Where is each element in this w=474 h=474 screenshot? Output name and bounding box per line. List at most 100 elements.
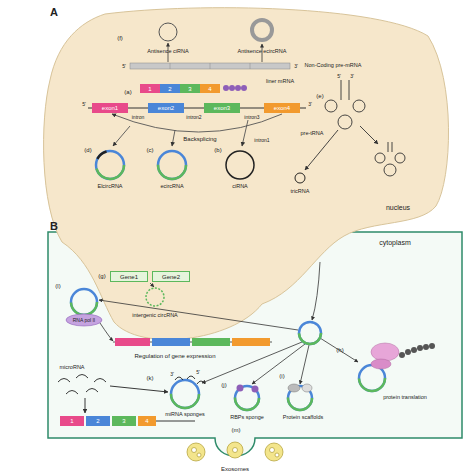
noncoding-pre-mrna	[130, 63, 290, 69]
node-text: 4	[208, 86, 211, 92]
callout-letter: (h)	[336, 347, 343, 353]
hub-circrna-part	[299, 322, 321, 344]
exon-box: exon2	[148, 103, 184, 113]
gene-regulation-part	[66, 314, 102, 326]
end-label: 5'	[196, 370, 200, 375]
antisense-rna	[159, 20, 272, 62]
antisense-rna-part	[252, 20, 272, 40]
ribosome-translation-part	[411, 347, 417, 353]
mirna-sponge	[171, 376, 205, 408]
trna-cloverleaf-part	[360, 126, 378, 144]
circrna-rings-part	[96, 151, 124, 179]
ribosome-translation-part	[429, 343, 435, 349]
poly-a-tail-part	[223, 85, 229, 91]
hub-circrna-part	[299, 322, 321, 344]
exosomes-part	[192, 448, 197, 453]
export-arrows-part	[99, 300, 298, 330]
intergenic-circrna-part	[150, 283, 154, 287]
node-text: exon4	[274, 105, 290, 111]
exon-box: 1	[140, 84, 160, 93]
microrna-hairpins-part	[58, 375, 106, 395]
mirna-sponge-part	[175, 376, 205, 384]
end-label: 3'	[294, 64, 298, 69]
noncoding-pre-mrna-part	[250, 63, 251, 69]
ribosome-translation-part	[399, 352, 405, 358]
end-label: 5'	[82, 102, 86, 107]
rbp-sponge-part	[237, 385, 244, 392]
poly-a-tail	[223, 85, 247, 91]
text-label: intron3	[244, 115, 259, 120]
nucleus-shape-part	[44, 8, 449, 340]
node-text: Gene1	[120, 274, 138, 280]
callout-letter: (k)	[147, 375, 154, 381]
gene-regulation-part	[232, 338, 270, 346]
text-label: microRNA	[59, 365, 84, 371]
trna-cloverleaf-part	[341, 80, 349, 100]
intron-lines-part	[300, 108, 306, 109]
circrna-rings-part	[96, 151, 124, 179]
backsplicing-arc-part	[113, 126, 130, 146]
text-label: Non-Coding pre-mRNA	[305, 63, 362, 69]
exon-box: 3	[180, 84, 200, 93]
text-label: ciRNA	[232, 184, 248, 190]
node-text: exon1	[102, 105, 118, 111]
callout-letter: (c)	[147, 147, 154, 153]
text-label: intron2	[186, 115, 201, 120]
circrna-rings-part	[158, 151, 186, 179]
node-text: 3	[122, 418, 125, 424]
node-text: exon2	[158, 105, 174, 111]
export-arrows-part	[320, 338, 358, 362]
exon-box: 4	[138, 416, 156, 426]
text-label: Backsplicing	[183, 136, 216, 142]
protein-scaffold-part	[288, 384, 300, 392]
mirna-sponge-part	[171, 380, 199, 408]
backsplicing-arc-part	[172, 130, 175, 146]
microrna-hairpins-part	[110, 386, 168, 392]
trna-cloverleaf-part	[388, 142, 392, 152]
text-label: Protein scaffolds	[283, 415, 324, 421]
noncoding-pre-mrna-part	[210, 63, 211, 69]
backsplicing-arc-part	[112, 114, 282, 132]
ribosome-translation-part	[371, 343, 399, 361]
text-label: intergenic circRNA	[132, 313, 178, 319]
panel-letter: A	[50, 7, 58, 18]
exosomes-part	[227, 442, 243, 458]
node-text: 2	[96, 418, 99, 424]
export-arrows-part	[300, 345, 309, 384]
poly-a-tail-part	[241, 85, 247, 91]
backsplicing-arc-part	[242, 120, 248, 146]
ribosome-translation-part	[423, 344, 429, 350]
exosomes-part	[275, 453, 279, 457]
exosomes-part	[187, 443, 205, 461]
noncoding-pre-mrna-part	[170, 63, 171, 69]
intron-lines-part	[240, 108, 264, 109]
callout-letter: (a)	[124, 89, 131, 95]
text-label: Antisence ciRNA	[147, 49, 188, 55]
trna-cloverleaf	[295, 80, 405, 183]
intergenic-circrna	[146, 283, 164, 306]
callout-letter: (l)	[55, 283, 60, 289]
exosomes-part	[270, 448, 275, 453]
export-arrows-part	[312, 262, 320, 320]
text-label: intron1	[254, 138, 269, 143]
noncoding-pre-mrna-part	[130, 63, 290, 69]
hub-circrna	[299, 322, 321, 344]
end-label: 3'	[350, 74, 354, 79]
node-text: 3	[188, 86, 191, 92]
gene-box: Gene1	[110, 271, 148, 282]
gene-regulation-part	[152, 338, 190, 346]
text-label: pre-tRNA	[301, 131, 324, 137]
antisense-rna-part	[159, 23, 177, 41]
gene-regulation-part	[115, 338, 150, 346]
trna-cloverleaf-part	[295, 173, 305, 183]
trna-cloverleaf-part	[325, 100, 337, 112]
trna-cloverleaf-part	[338, 115, 352, 129]
exon-box: 2	[160, 84, 180, 93]
text-label: liner mRNA	[266, 79, 294, 85]
end-label: 3'	[308, 102, 312, 107]
export-arrows	[99, 262, 358, 384]
gene-regulation	[66, 289, 272, 346]
mirna-sponge-part	[171, 380, 199, 408]
region-label: nucleus	[386, 204, 410, 211]
